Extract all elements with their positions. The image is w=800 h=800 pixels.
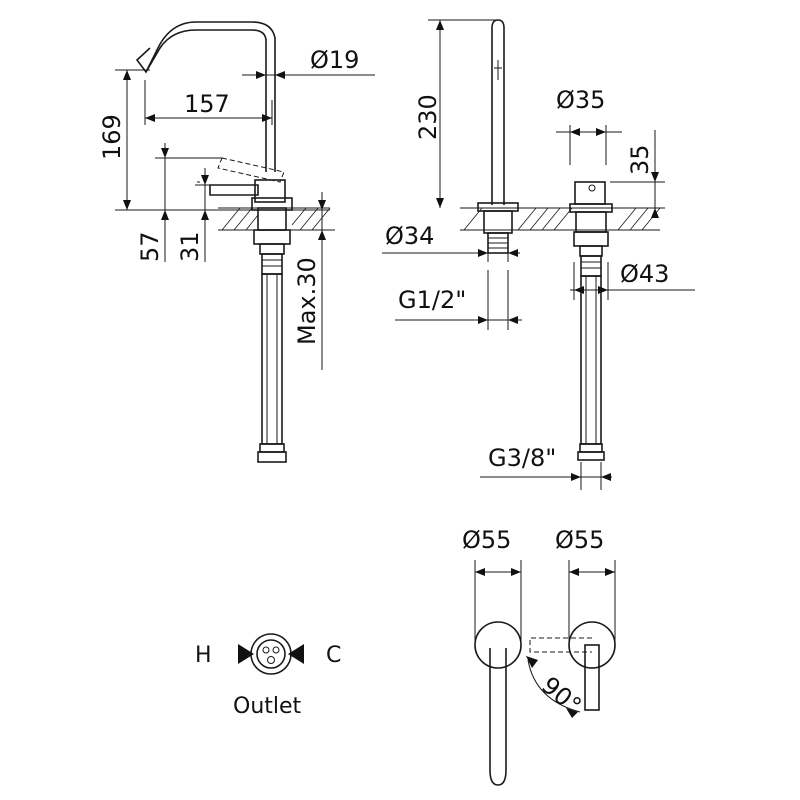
dim-rotation-angle: 90° <box>536 671 587 720</box>
dim-lever-height: 57 <box>136 231 164 262</box>
legend-hot-label: H <box>195 643 212 668</box>
dim-spout-rosette-diameter: Ø55 <box>462 526 511 554</box>
cold-arrow-icon <box>288 644 304 664</box>
top-view <box>474 560 616 786</box>
deck-hatch-left <box>218 207 331 231</box>
outlet-legend <box>238 633 304 675</box>
dim-hose-thread: G3/8" <box>488 444 556 472</box>
dim-spout-total-height: 230 <box>414 94 442 140</box>
dim-spout-base-diameter: Ø34 <box>385 222 434 250</box>
side-view <box>115 21 375 463</box>
dim-handle-base-diameter: Ø43 <box>620 260 669 288</box>
legend-cold-label: C <box>326 643 341 668</box>
dim-spout-height: 169 <box>98 114 126 160</box>
dim-spout-reach: 157 <box>184 90 230 118</box>
dim-handle-rosette-diameter: Ø55 <box>555 526 604 554</box>
hot-arrow-icon <box>238 644 254 664</box>
dim-spout-diameter: Ø19 <box>310 46 359 74</box>
dim-spout-thread: G1/2" <box>398 286 466 314</box>
front-view <box>382 19 695 490</box>
dim-body-height: 31 <box>176 231 204 262</box>
dim-handle-diameter: Ø35 <box>556 86 605 114</box>
legend-outlet-label: Outlet <box>233 694 302 719</box>
dim-handle-height: 35 <box>626 144 654 175</box>
dim-max-deck: Max.30 <box>293 257 321 345</box>
